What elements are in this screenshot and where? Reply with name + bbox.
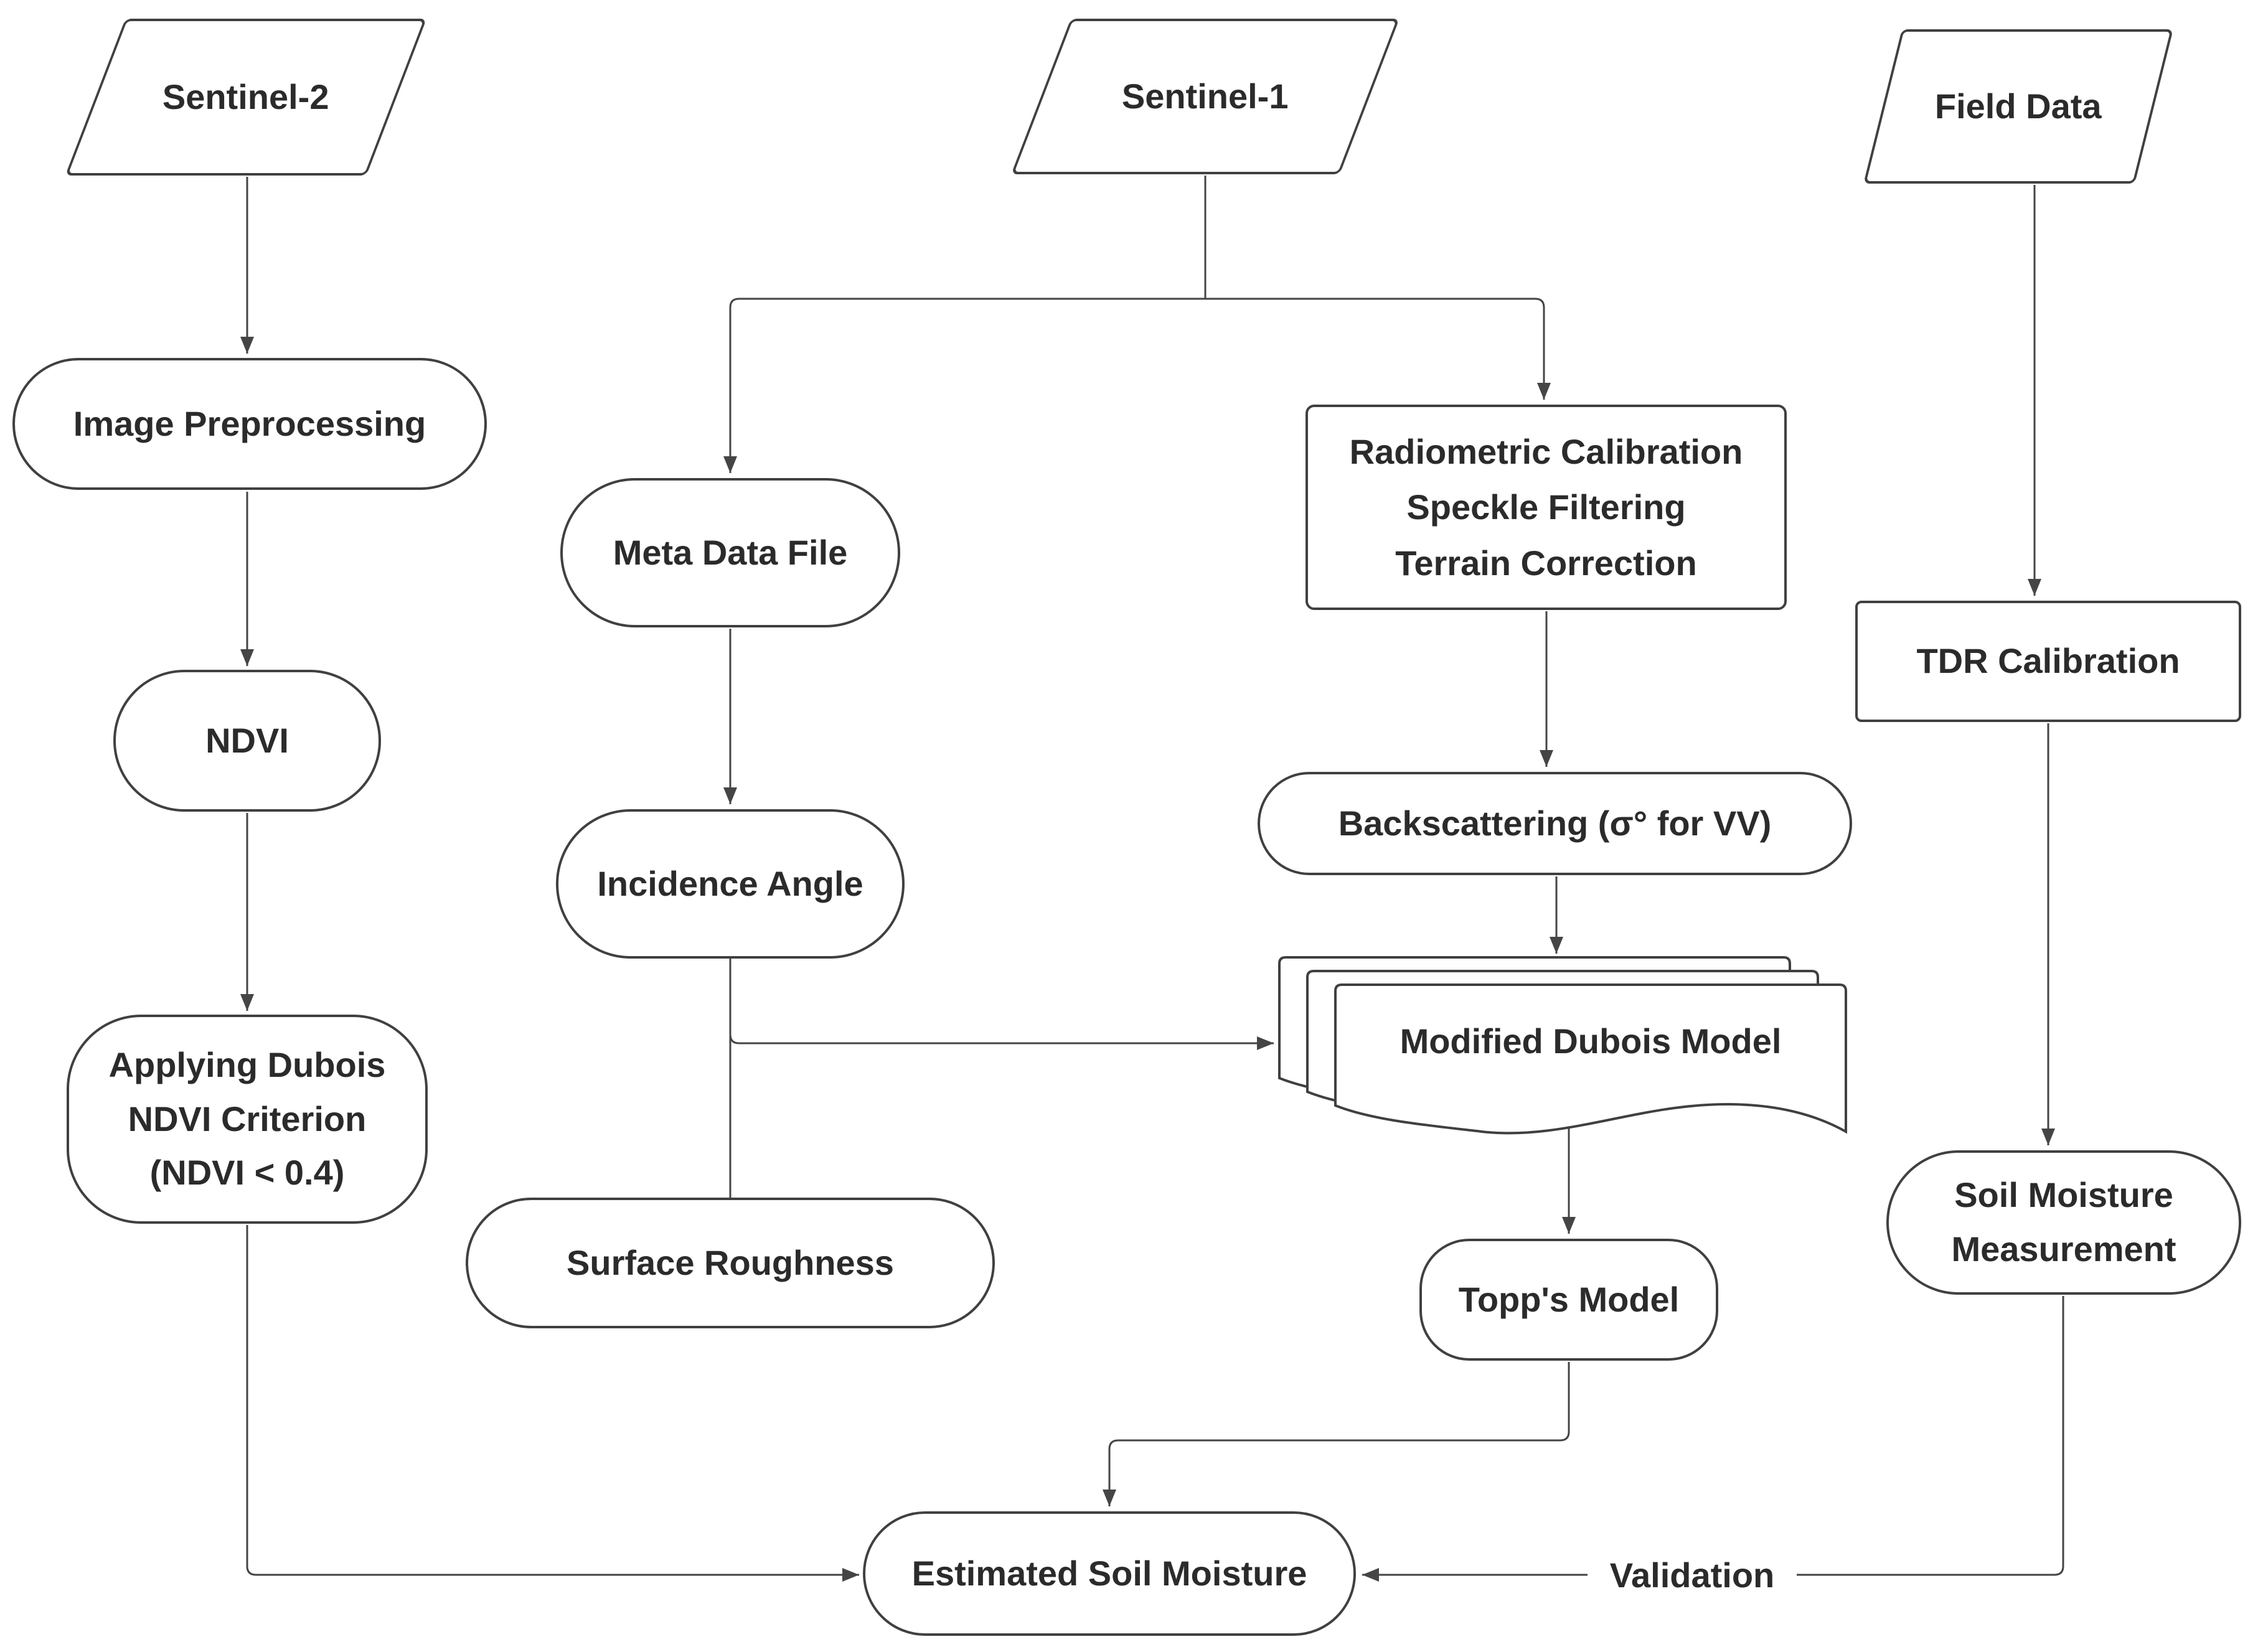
node-modified-dubois-model: [1270, 931, 1855, 1142]
modified-dubois-model-label: Modified Dubois Model: [1400, 1021, 1782, 1061]
node-sentinel-1: Sentinel-1: [1011, 19, 1400, 174]
sentinel-1-label: Sentinel-1: [1122, 76, 1289, 116]
node-surface-roughness: Surface Roughness: [466, 1198, 995, 1328]
sentinel-2-label: Sentinel-2: [162, 77, 329, 116]
edge-dubois-estimated: [246, 1225, 859, 1582]
node-sentinel-2: Sentinel-2: [65, 19, 427, 176]
node-meta-data-file: Meta Data File: [560, 478, 900, 627]
soil-moisture-measurement-label: Soil Moisture Measurement: [1951, 1175, 2176, 1269]
edge-sentinel1-radiometric: [1205, 298, 1551, 400]
edge-topps-estimated: [1103, 1362, 1570, 1506]
estimated-soil-moisture-label: Estimated Soil Moisture: [911, 1553, 1307, 1593]
node-image-preprocessing: Image Preprocessing: [12, 358, 487, 490]
dubois-criterion-label: Applying Dubois NDVI Criterion (NDVI < 0…: [108, 1044, 386, 1193]
tdr-calibration-label: TDR Calibration: [1916, 641, 2180, 681]
node-field-data: Field Data: [1863, 29, 2173, 184]
ndvi-label: NDVI: [205, 720, 289, 760]
edge-validation: [1362, 1296, 2064, 1582]
backscattering-label: Backscattering (σ° for VV): [1338, 803, 1772, 843]
node-backscattering: Backscattering (σ° for VV): [1258, 772, 1852, 875]
topps-model-label: Topp's Model: [1458, 1279, 1680, 1319]
node-incidence-angle: Incidence Angle: [556, 809, 905, 959]
node-topps-model: Topp's Model: [1419, 1239, 1718, 1361]
edge-sentinel1-metadata: [723, 298, 1205, 473]
node-tdr-calibration: TDR Calibration: [1855, 601, 2241, 722]
node-ndvi: NDVI: [113, 670, 381, 812]
validation-edge-label: Validation: [1588, 1551, 1797, 1598]
meta-data-file-label: Meta Data File: [613, 532, 848, 572]
node-estimated-soil-moisture: Estimated Soil Moisture: [863, 1511, 1356, 1636]
document-sheet-front: [1334, 983, 1847, 1135]
field-data-label: Field Data: [1935, 86, 2102, 126]
node-soil-moisture-measurement: Soil Moisture Measurement: [1886, 1150, 2241, 1295]
edge-incidence-dubois-model: [729, 1034, 1274, 1050]
incidence-angle-label: Incidence Angle: [597, 863, 863, 903]
radiometric-processing-label: Radiometric Calibration Speckle Filterin…: [1349, 431, 1743, 583]
node-radiometric-processing: Radiometric Calibration Speckle Filterin…: [1306, 405, 1787, 610]
surface-roughness-label: Surface Roughness: [567, 1242, 894, 1282]
node-dubois-criterion: Applying Dubois NDVI Criterion (NDVI < 0…: [67, 1015, 428, 1224]
image-preprocessing-label: Image Preprocessing: [73, 403, 426, 443]
